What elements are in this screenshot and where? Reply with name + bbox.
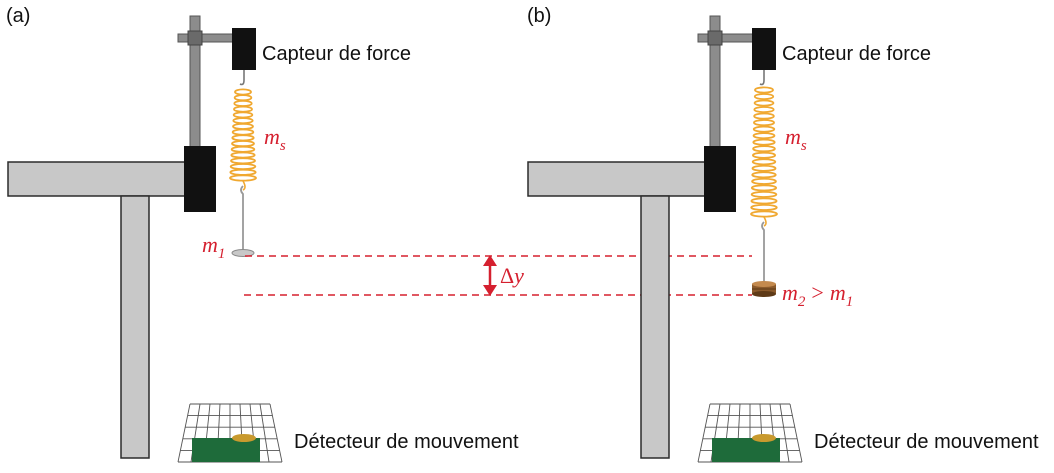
motion-detector-label-a: Détecteur de mouvement [294, 431, 519, 453]
panel-b-label: (b) [527, 5, 551, 27]
sensor-hook-a [239, 70, 245, 86]
detector-body-b [712, 438, 780, 462]
stand-boss [187, 30, 203, 46]
spring-coil [229, 163, 257, 171]
detector-grid-line [789, 403, 803, 463]
detector-grid-line [259, 403, 270, 463]
table-leg [120, 195, 150, 459]
spring-coil [234, 88, 252, 96]
spring-coil [753, 119, 775, 127]
spring-coil [752, 125, 776, 133]
table-a [7, 161, 203, 459]
spring-coil [754, 86, 774, 94]
motion-detector-a [177, 403, 283, 463]
spring-coil [751, 171, 777, 179]
spring-coil [750, 197, 778, 205]
spring-coil [752, 145, 776, 153]
mass-hanger-rod-b [761, 221, 765, 282]
stand-arm [177, 33, 239, 43]
detector-grid-line [177, 403, 191, 463]
spring-coil [230, 157, 256, 165]
spring-mass-label-a: ms [264, 124, 286, 154]
detector-body-a [192, 438, 260, 462]
force-sensor-label-b: Capteur de force [782, 43, 931, 65]
spring-coil [232, 122, 254, 130]
mass-disk-m1 [231, 249, 255, 257]
spring-coil [750, 190, 778, 198]
spring-coil [229, 174, 257, 182]
spring-coil [751, 158, 777, 166]
spring-coil [233, 99, 253, 107]
stand-boss [707, 30, 723, 46]
detector-grid-line [779, 403, 790, 463]
delta-y-arrow-head-up [483, 255, 497, 266]
panel-a: (a) Capteur de force ms m1 [6, 5, 519, 463]
table-b [527, 161, 723, 459]
spring-coil [750, 184, 778, 192]
stand-arm [697, 33, 759, 43]
wood-mass-bottom [752, 291, 776, 297]
spring-mass-label-b: ms [785, 124, 807, 154]
spring-coil [753, 106, 775, 114]
spring-coil [229, 168, 257, 176]
panel-b: (b) Capteur de force ms m2>m1 [527, 5, 1039, 463]
table-clamp [184, 146, 216, 212]
motion-detector-b [697, 403, 803, 463]
delta-y-label: Δy [500, 263, 524, 288]
spring-end-loop [242, 180, 246, 191]
table-top [527, 161, 723, 197]
spring-coil [751, 164, 777, 172]
spring-coil [230, 151, 256, 159]
delta-y-arrow-head-down [483, 285, 497, 296]
table-top [7, 161, 203, 197]
spring-coil [752, 132, 776, 140]
spring-coil [232, 111, 254, 119]
spring-coil [753, 93, 775, 101]
spring-coil [231, 134, 255, 142]
support-stand-b [697, 15, 759, 212]
displacement-indicator: Δy [244, 255, 752, 296]
table-leg [640, 195, 670, 459]
spring-a [229, 88, 257, 191]
support-stand-a [177, 15, 239, 212]
spring-coil [753, 112, 775, 120]
spring-coil [231, 140, 255, 148]
detector-grid-line [697, 403, 711, 463]
spring-coil [750, 210, 778, 218]
spring-coil [752, 138, 776, 146]
motion-detector-label-b: Détecteur de mouvement [814, 431, 1039, 453]
spring-coil [233, 94, 253, 102]
spring-coil [231, 128, 255, 136]
spring-coil [753, 99, 775, 107]
spring-coil [233, 105, 253, 113]
spring-coil [750, 203, 778, 211]
detector-dish-a [232, 434, 256, 442]
spring-b [750, 86, 778, 227]
panel-a-label: (a) [6, 5, 30, 27]
force-sensor-a [232, 28, 256, 70]
mass-block-m2 [752, 281, 776, 297]
table-clamp [704, 146, 736, 212]
detector-dish-b [752, 434, 776, 442]
spring-coil [751, 151, 777, 159]
spring-coil [751, 177, 777, 185]
wood-mass-top [752, 281, 776, 287]
force-sensor-b [752, 28, 776, 70]
mass-hanger-rod-a [240, 185, 244, 252]
detector-grid-line [269, 403, 283, 463]
spring-coil [230, 145, 256, 153]
mass-label-m2-gt-m1: m2>m1 [782, 280, 853, 310]
force-sensor-label-a: Capteur de force [262, 43, 411, 65]
spring-end-loop [763, 216, 767, 227]
mass-label-m1: m1 [202, 232, 225, 262]
sensor-hook-b [759, 70, 765, 86]
spring-coil [232, 117, 254, 125]
